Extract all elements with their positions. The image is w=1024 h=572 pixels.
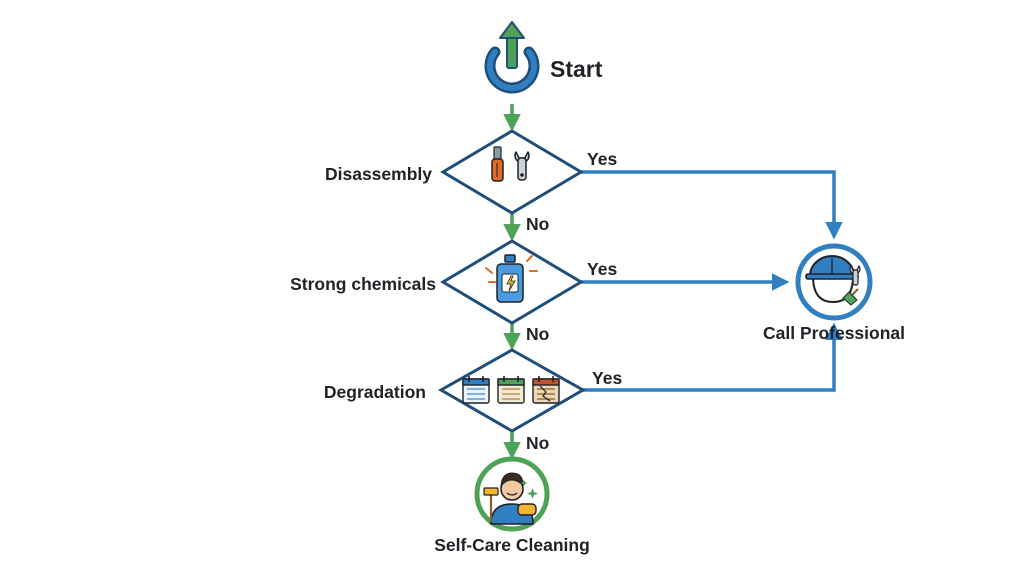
decision-strong-chemicals-label: Strong chemicals — [290, 274, 436, 294]
degradation-no-label: No — [526, 433, 549, 453]
chemical-bottle-icon — [485, 254, 538, 303]
disassembly-yes-arrow — [581, 170, 843, 240]
decision-degradation: Degradation Yes No — [324, 348, 622, 453]
person-cleaning-icon — [483, 472, 538, 525]
chemicals-yes-label: Yes — [587, 259, 617, 279]
decision-diamond — [440, 129, 584, 215]
degradation-yes-arrow — [583, 322, 843, 392]
worker-helmet-icon — [805, 255, 861, 306]
chemicals-no-label: No — [526, 324, 549, 344]
outcome-self-care-cleaning: Self-Care Cleaning — [434, 456, 590, 555]
yes-path-connectors — [581, 170, 843, 392]
disassembly-yes-label: Yes — [587, 149, 617, 169]
self-care-cleaning-label: Self-Care Cleaning — [434, 535, 590, 555]
start-node: Start — [484, 21, 603, 94]
decision-strong-chemicals: Strong chemicals Yes No — [290, 239, 617, 344]
call-professional-label: Call Professional — [763, 323, 905, 343]
degradation-yes-label: Yes — [592, 368, 622, 388]
tools-icon — [491, 146, 530, 182]
power-icon — [484, 21, 540, 94]
disassembly-no-label: No — [526, 214, 549, 234]
outcome-call-professional: Call Professional — [763, 243, 905, 343]
calendar-degradation-icon — [462, 376, 560, 404]
decision-degradation-label: Degradation — [324, 382, 426, 402]
decision-disassembly: Disassembly Yes No — [325, 129, 617, 234]
start-label: Start — [550, 56, 603, 82]
decision-disassembly-label: Disassembly — [325, 164, 432, 184]
